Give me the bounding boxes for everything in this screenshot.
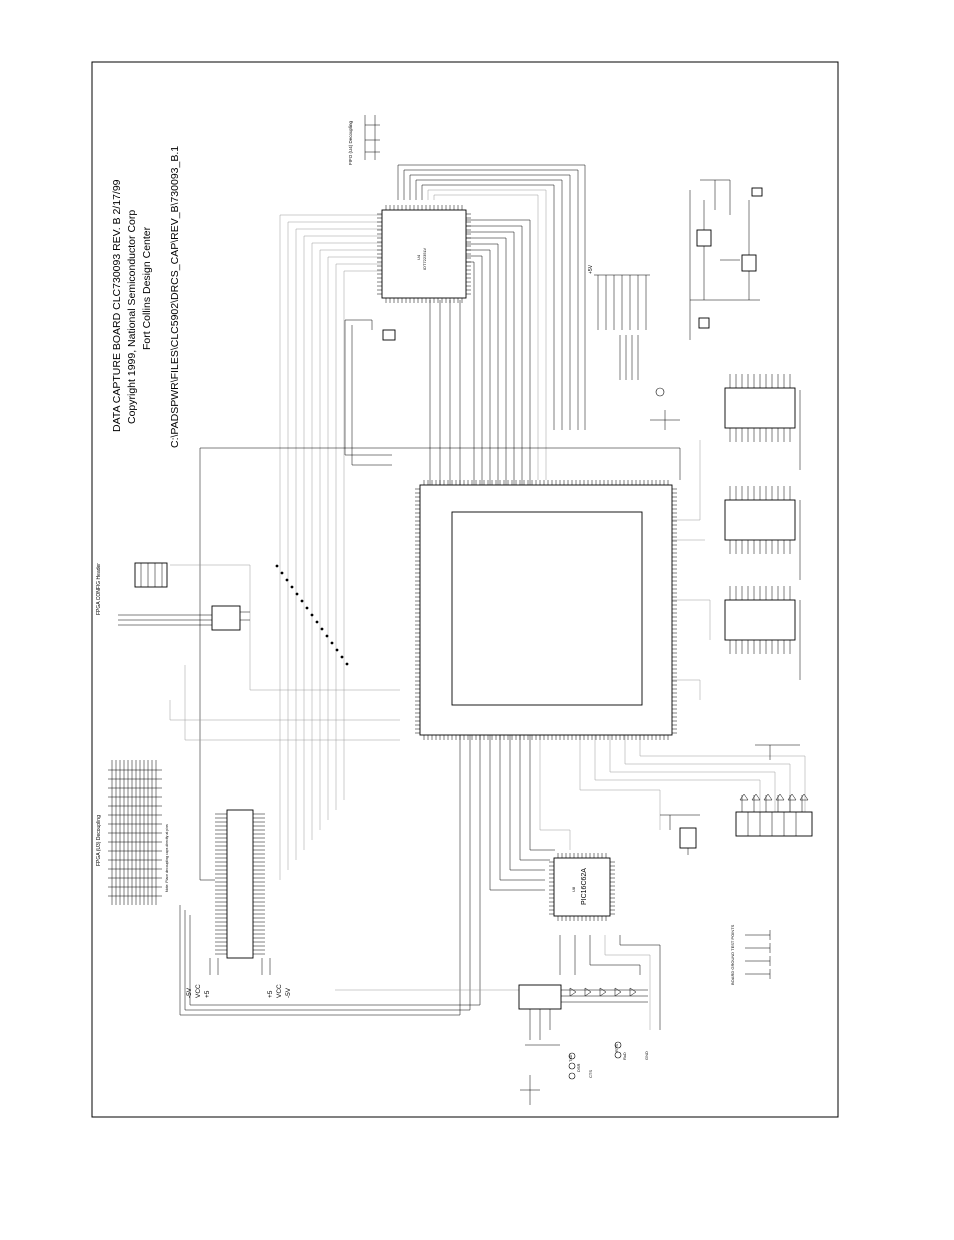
u5-chip: [724, 586, 796, 654]
right-rail-3: -5V: [285, 987, 292, 998]
u4-part: IDT72235LV: [422, 248, 427, 270]
serial-pin-txd: TxD: [568, 1055, 573, 1062]
u8-ref: U8: [571, 886, 576, 892]
u3-fpga-chip: [415, 480, 677, 740]
left-rail-2: VCC: [195, 984, 202, 998]
decoupling-note: Note: Place decoupling caps directly at …: [165, 824, 169, 892]
plus5v-header: +5V: [588, 264, 650, 380]
u4-fifo-chip: U4 IDT72235LV: [377, 205, 471, 303]
connection-dots: [275, 564, 349, 666]
u6-chip: [724, 486, 796, 554]
crystal: [650, 387, 680, 430]
left-rail-1: -5V: [186, 987, 193, 998]
serial-pin-dsr: DSR: [576, 1063, 581, 1072]
fpga-config-header: FPGA CONFIG Header: [96, 562, 250, 631]
fifo-decoupling: FIFO (U4) Decoupling: [348, 115, 380, 165]
u7-chip: [724, 374, 796, 442]
title-line-3: Fort Collins Design Center: [141, 226, 153, 350]
j1-connector: [209, 809, 271, 975]
left-rail-3: +5: [204, 990, 211, 998]
board-ground-test-points-label: BOARD GROUND TEST POINTS: [730, 924, 735, 985]
plus5v-label: +5V: [588, 264, 594, 274]
u4-ref: U4: [416, 254, 421, 260]
sheet-border: [91, 61, 839, 1118]
led-drivers: [660, 744, 813, 855]
fpga-config-header-label: FPGA CONFIG Header: [96, 563, 102, 615]
fpga-decoupling: FPGA (U3) Decoupling Note: Place decoupl…: [96, 760, 169, 905]
serial-pin-cts: CTS: [588, 1070, 593, 1078]
serial-interface: [518, 984, 648, 1105]
u8-microcontroller: U8 PIC16C62A: [549, 853, 615, 921]
fpga-decoupling-label: FPGA (U3) Decoupling: [96, 815, 102, 866]
serial-pin-gnd: GND: [644, 1051, 649, 1060]
title-line-1: DATA CAPTURE BOARD CLC730093 REV. B 2/17…: [111, 179, 123, 432]
power-regulators: [689, 179, 763, 340]
right-rail-1: +5: [267, 990, 274, 998]
title-line-4: C:\PADSPWR\FILES\CLC5902\DRCS_CAP\REV_B\…: [169, 146, 181, 448]
fifo-decoupling-label: FIFO (U4) Decoupling: [348, 120, 353, 165]
u4-oscillator: [382, 329, 396, 341]
board-ground-test-points: BOARD GROUND TEST POINTS: [730, 924, 771, 985]
title-line-2: Copyright 1999, National Semiconductor C…: [126, 210, 138, 424]
trace-bundles: [169, 164, 806, 1030]
serial-pin-rxd: RxD: [622, 1052, 627, 1060]
right-rail-2: VCC: [276, 984, 283, 998]
serial-pin-rts: RTS: [614, 1044, 619, 1052]
u8-part: PIC16C62A: [581, 868, 588, 905]
